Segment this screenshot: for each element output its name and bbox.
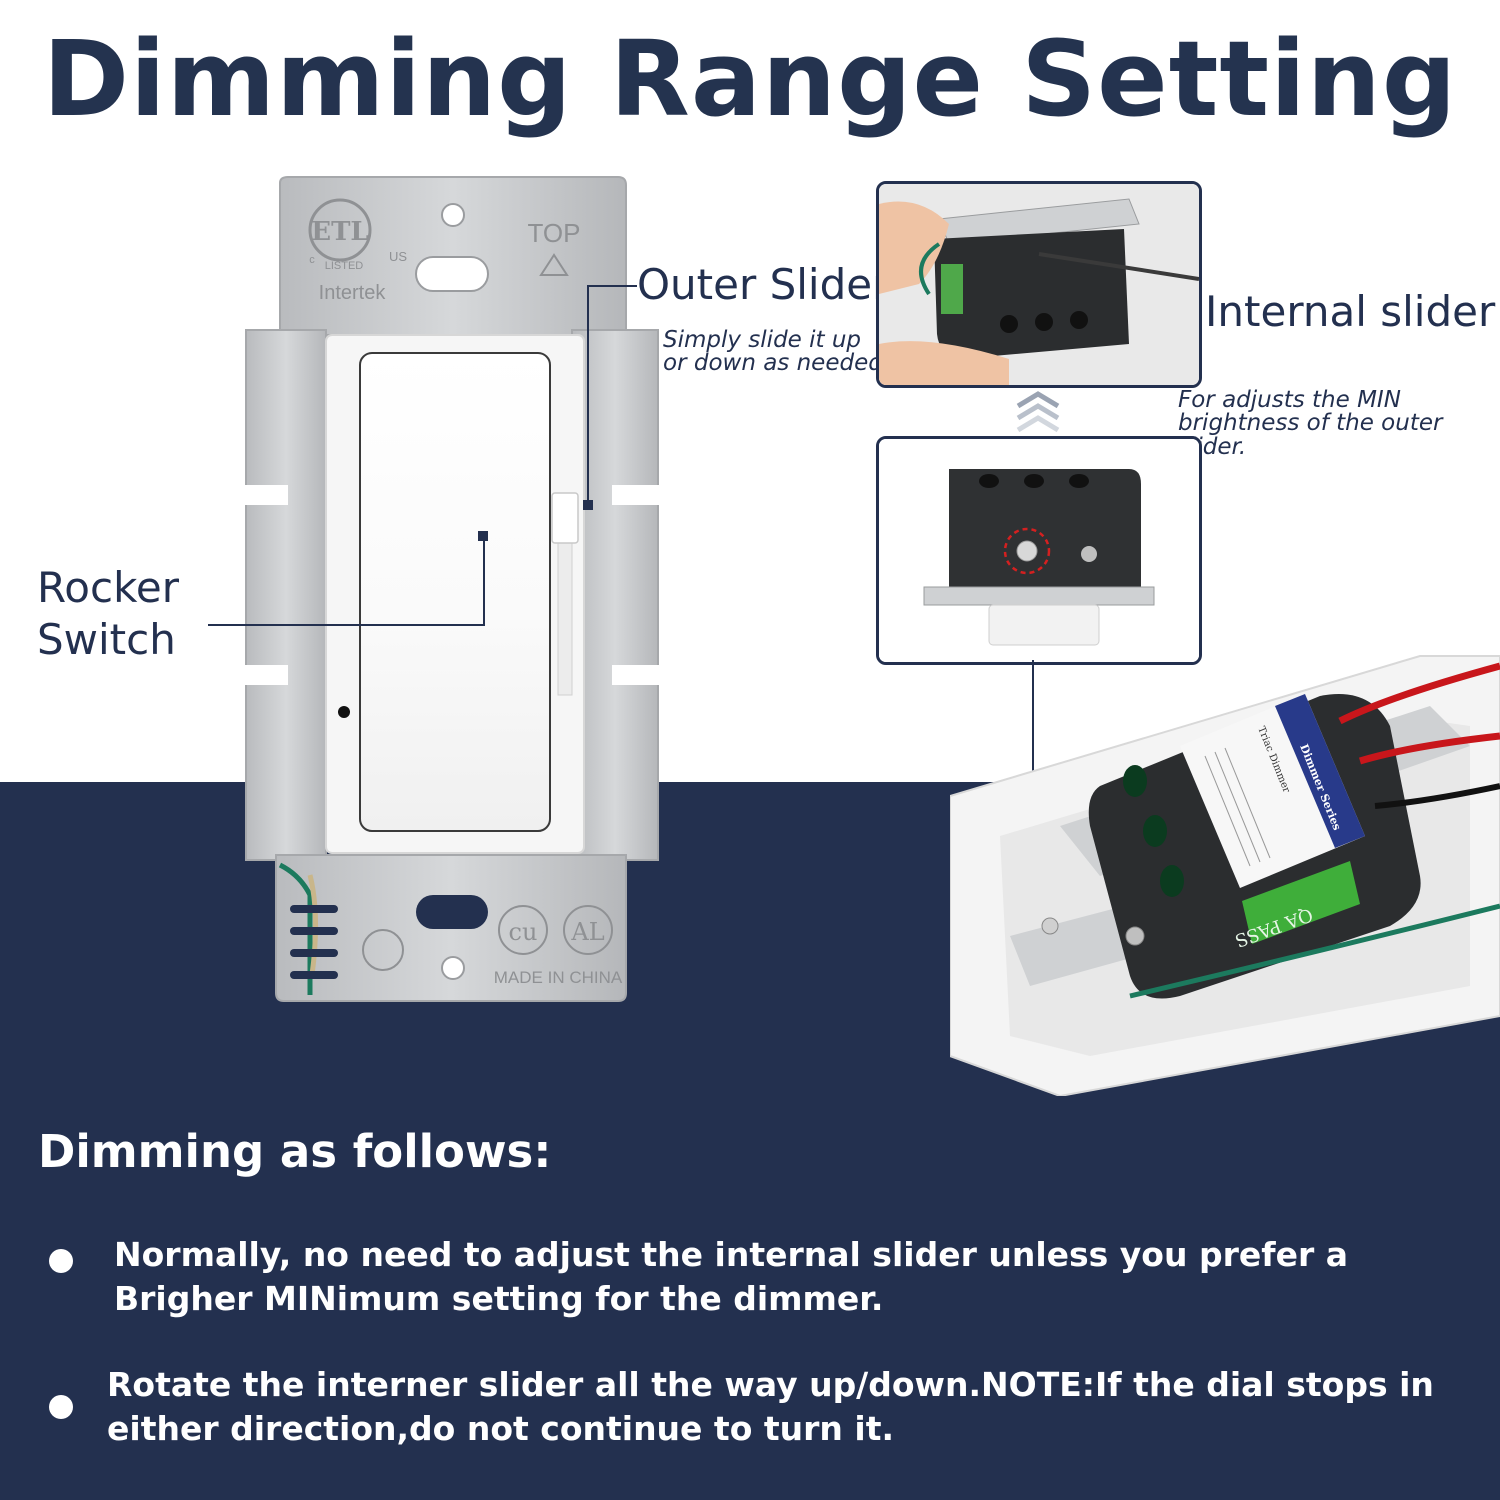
internal-slider-photo-bottom: [876, 436, 1202, 665]
instruction-item-1: Normally, no need to adjust the internal…: [114, 1235, 1349, 1318]
svg-text:ETL: ETL: [311, 217, 368, 247]
outer-slider-leader-v: [587, 285, 589, 507]
page-title: Dimming Range Setting: [42, 18, 1458, 140]
bullet-icon: [49, 1249, 73, 1273]
outer-slider-marker: [583, 500, 593, 510]
svg-text:LISTED: LISTED: [325, 260, 364, 272]
rocker-label-line1: Rocker: [37, 563, 180, 612]
instruction-item-2: Rotate the interner slider all the way u…: [107, 1365, 1434, 1448]
chevron-up-icon: [1016, 391, 1060, 433]
dimmer-switch-illustration: ETL c LISTED US Intertek TOP cu AL MADE …: [240, 176, 660, 1002]
outer-slider-label: Outer Slider: [637, 260, 890, 309]
wired-dimmer-photo: Dimmer Series Triac Dimmer QA PASS: [950, 655, 1500, 1096]
svg-text:AL: AL: [570, 918, 604, 946]
internal-slider-note-1: For adjusts the MIN: [1178, 387, 1401, 413]
etl-logo: [308, 198, 372, 262]
svg-text:Intertek: Intertek: [319, 282, 387, 304]
rocker-paddle: [359, 352, 551, 832]
internal-slider-dial-highlight: [1003, 527, 1051, 575]
svg-text:MADE IN CHINA: MADE IN CHINA: [494, 968, 623, 987]
top-marking: TOP: [528, 218, 581, 248]
svg-text:cu: cu: [509, 918, 538, 946]
instructions-heading: Dimming as follows:: [38, 1125, 552, 1178]
rocker-leader-v: [483, 537, 485, 626]
rocker-label-line2: Switch: [37, 615, 176, 664]
svg-text:c: c: [309, 254, 315, 266]
outer-slider-note-1: Simply slide it up: [663, 327, 862, 353]
internal-slider-label: Internal slider: [1205, 287, 1496, 336]
internal-slider-photo-top: [876, 181, 1202, 388]
internal-slider-note-2: brightness of the outer slider.: [1178, 410, 1443, 461]
rocker-marker: [478, 531, 488, 541]
outer-slider-knob: [551, 492, 579, 544]
rocker-leader-h: [208, 624, 485, 626]
svg-text:US: US: [389, 249, 407, 264]
bullet-icon: [49, 1395, 73, 1419]
outer-slider-note-2: or down as needed.: [663, 350, 891, 376]
outer-slider-leader-h: [587, 285, 637, 287]
